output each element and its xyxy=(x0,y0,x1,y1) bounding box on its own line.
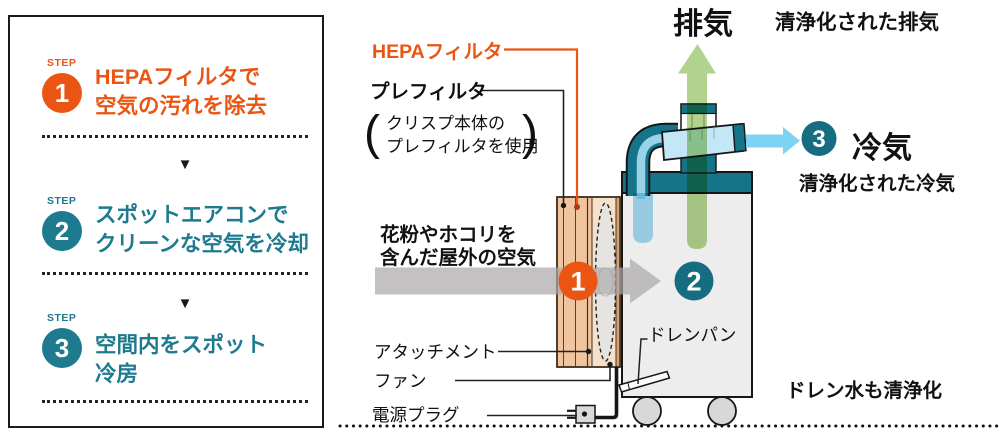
down-arrow-icon: ▼ xyxy=(177,295,193,312)
step-1-badge: STEP 1 xyxy=(42,57,84,121)
step-item-3: STEP 3 空間内をスポット 冷房 xyxy=(42,312,267,389)
step-3-text: 空間内をスポット 冷房 xyxy=(95,331,267,389)
down-arrow-icon: ▼ xyxy=(177,156,193,173)
drain-pan xyxy=(618,370,671,393)
step-2-line2: クリーンな空気を冷却 xyxy=(95,232,309,256)
step-1-line1: HEPAフィルタで xyxy=(95,65,261,89)
marker-2-number: 2 xyxy=(686,267,701,297)
outside-air-label-line1: 花粉やホコリを xyxy=(380,223,517,246)
step2-marker: 2 xyxy=(674,261,714,301)
attachment-label: アタッチメント xyxy=(374,342,497,362)
dotted-divider xyxy=(42,400,308,403)
dotted-divider xyxy=(42,135,308,138)
marker-1-number: 1 xyxy=(570,267,585,297)
marker-3-number: 3 xyxy=(812,126,825,153)
step-item-2: STEP 2 スポットエアコンで クリーンな空気を冷却 xyxy=(42,195,309,259)
power-cord xyxy=(595,367,619,420)
drain-note-label: ドレン水も清浄化 xyxy=(786,379,943,402)
drain-pan-label: ドレンパン xyxy=(648,325,736,345)
step-2-line1: スポットエアコンで xyxy=(95,203,289,227)
step-3-line2: 冷房 xyxy=(95,362,139,386)
leader-lines xyxy=(455,48,648,417)
outside-air-label-line2: 含んだ屋外の空気 xyxy=(380,246,537,269)
step-3-line1: 空間内をスポット xyxy=(95,333,268,357)
hepa-leader-dot xyxy=(574,204,580,210)
attachment-leader-dot xyxy=(585,348,592,355)
step1-marker: 1 xyxy=(558,261,598,301)
exhaust-sub-label: 清浄化された排気 xyxy=(775,10,939,34)
step-number-circle: 3 xyxy=(42,328,82,368)
step-word: STEP xyxy=(47,312,77,324)
plug-leader-dot xyxy=(581,411,588,417)
power-plug-label: 電源プラグ xyxy=(372,405,460,425)
step-word: STEP xyxy=(47,195,77,207)
pre-filter-label: プレフィルタ xyxy=(370,80,487,103)
prefilter-leader-dot xyxy=(560,202,567,209)
step-2-badge: STEP 2 xyxy=(42,195,84,259)
exhaust-arrow xyxy=(678,44,716,249)
cool-air-arrow xyxy=(746,127,800,155)
cool-air-stream xyxy=(633,193,653,243)
step-item-1: STEP 1 HEPAフィルタで 空気の汚れを除去 xyxy=(42,57,267,121)
step-1-line2: 空気の汚れを除去 xyxy=(95,94,268,118)
exhaust-label: 排気 xyxy=(673,8,733,41)
step-number-circle: 2 xyxy=(42,211,82,251)
dotted-divider xyxy=(42,272,308,275)
step-word: STEP xyxy=(47,57,77,69)
cool-air-label: 冷気 xyxy=(852,132,912,165)
pre-filter-note-line2: プレフィルタを使用 xyxy=(386,136,539,156)
paren-close: ) xyxy=(522,107,538,160)
hepa-filter-label: HEPAフィルタ xyxy=(372,41,502,63)
step-2-text: スポットエアコンで クリーンな空気を冷却 xyxy=(95,201,309,259)
step-1-text: HEPAフィルタで 空気の汚れを除去 xyxy=(95,63,267,121)
power-plug xyxy=(567,404,596,424)
paren-open: ( xyxy=(364,107,380,160)
wheel xyxy=(707,396,737,426)
cool-air-sub-label: 清浄化された冷気 xyxy=(799,172,956,195)
fan-leader-dot xyxy=(607,361,613,368)
step-3-badge: STEP 3 xyxy=(42,312,84,389)
pre-filter-note-line1: クリスプ本体の xyxy=(386,114,505,133)
steps-panel: STEP 1 HEPAフィルタで 空気の汚れを除去 ▼ STEP 2 スポットエ… xyxy=(8,15,324,428)
wheel xyxy=(632,396,662,426)
step-number-circle: 1 xyxy=(42,73,82,113)
fan-label: ファン xyxy=(374,371,427,391)
step3-marker: 3 xyxy=(801,121,837,156)
